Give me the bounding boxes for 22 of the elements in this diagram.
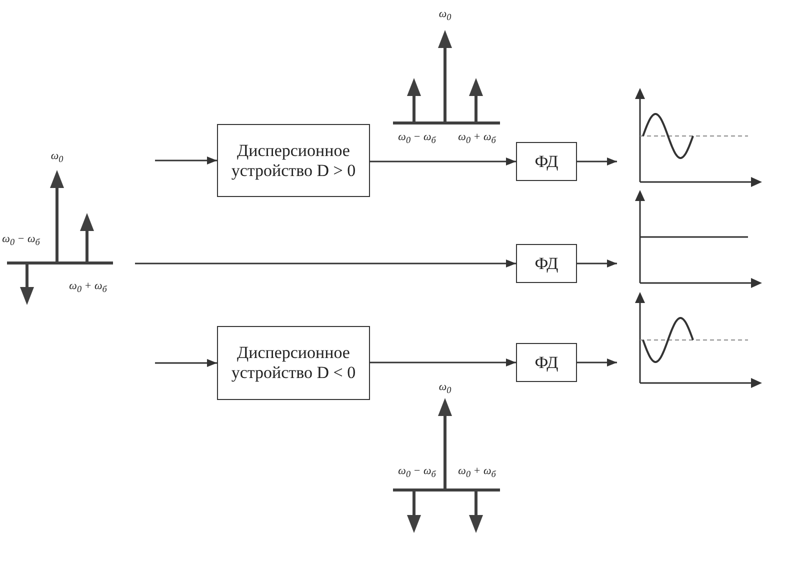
frequency-label: ω$_{0}$ − ω$_{б}$ — [398, 465, 436, 480]
arrow — [370, 358, 516, 366]
device-box: Дисперсионное устройство D > 0 — [217, 124, 370, 197]
frequency-label: ω$_{0}$ − ω$_{б}$ — [398, 131, 436, 146]
frequency-label: ω$_{0}$ — [50, 150, 64, 164]
frequency-label: ω$_{0}$ + ω$_{б}$ — [69, 280, 107, 294]
frequency-label: ω$_{0}$ + ω$_{б}$ — [458, 465, 496, 480]
arrow — [135, 260, 516, 268]
device-box: Дисперсионное устройство D < 0 — [217, 326, 370, 400]
frequency-label: ω$_{0}$ − ω$_{б}$ — [2, 233, 40, 248]
frequency-label: ω$_{0}$ — [438, 8, 452, 22]
frequency-label: ω$_{0}$ — [438, 381, 452, 396]
photodetector-box: ФД — [516, 142, 577, 181]
arrow — [577, 260, 617, 268]
arrow — [155, 359, 217, 367]
photodetector-box: ФД — [516, 343, 577, 382]
arrow — [577, 158, 617, 166]
arrow — [370, 158, 516, 166]
frequency-label: ω$_{0}$ + ω$_{б}$ — [458, 131, 496, 146]
arrow — [577, 358, 617, 366]
arrow — [155, 156, 217, 164]
photodetector-box: ФД — [516, 244, 577, 283]
